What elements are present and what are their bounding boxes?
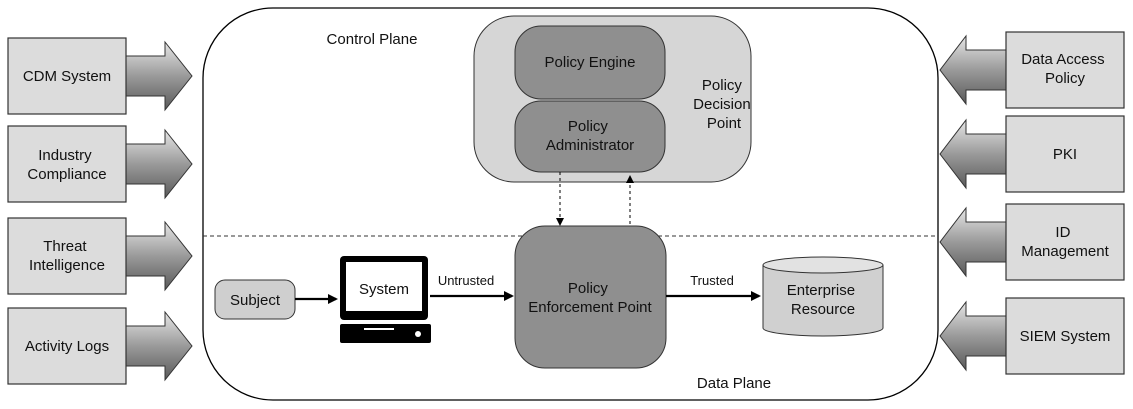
system-label: System <box>359 281 409 298</box>
arrow-left-icon <box>939 118 1007 190</box>
enterprise-resource-label: Enterprise Resource <box>787 282 860 318</box>
computer-icon <box>340 256 431 343</box>
id-management-line-1: ID <box>1055 224 1070 241</box>
policy-administrator-line-2: Administrator <box>546 137 634 154</box>
industry-compliance-line-2: Compliance <box>27 166 106 183</box>
right-input-label: SIEM System <box>1020 328 1111 345</box>
policy-enforcement-point-box <box>514 225 667 369</box>
left-input-threat-intelligence: Threat Intelligence <box>7 217 193 295</box>
enterprise-resource-cylinder <box>762 256 884 337</box>
arrow-left-icon <box>939 34 1007 106</box>
right-input-siem-system: SIEM System <box>939 297 1125 375</box>
right-input-label: PKI <box>1053 146 1077 163</box>
arrow-right-icon <box>125 220 193 292</box>
pdp-label-line-3: Point <box>707 115 742 132</box>
trusted-label: Trusted <box>690 273 734 288</box>
data-access-policy-line-1: Data Access <box>1021 51 1104 68</box>
pdp-label-line-2: Decision <box>693 96 751 113</box>
pep-label-line-2: Enforcement Point <box>528 299 652 316</box>
pep-label-line-1: Policy <box>568 280 609 297</box>
pdp-label-line-1: Policy <box>702 77 743 94</box>
left-input-label: Industry Compliance <box>27 147 106 183</box>
left-input-label: Activity Logs <box>25 338 109 355</box>
control-plane-label: Control Plane <box>327 31 418 48</box>
left-input-label: CDM System <box>23 68 111 85</box>
left-input-cdm-system: CDM System <box>7 37 193 115</box>
policy-administrator-box <box>514 100 666 173</box>
right-input-label: ID Management <box>1021 224 1109 260</box>
arrow-right-icon <box>125 128 193 200</box>
arrow-right-icon <box>125 40 193 112</box>
siem-system-line-1: SIEM System <box>1020 328 1111 345</box>
right-input-label: Data Access Policy <box>1021 51 1109 87</box>
subject-label: Subject <box>230 292 281 309</box>
enterprise-resource-line-2: Resource <box>791 301 855 318</box>
arrow-left-icon <box>939 206 1007 278</box>
left-input-label: Threat Intelligence <box>29 238 105 274</box>
policy-administrator-label: Policy Administrator <box>546 118 634 154</box>
threat-intelligence-line-2: Intelligence <box>29 257 105 274</box>
threat-intelligence-line-1: Threat <box>43 238 87 255</box>
id-management-line-2: Management <box>1021 243 1109 260</box>
cdm-system-line-1: CDM System <box>23 68 111 85</box>
pep-label: Policy Enforcement Point <box>528 280 652 316</box>
enterprise-resource-line-1: Enterprise <box>787 282 855 299</box>
right-input-id-management: ID Management <box>939 203 1125 281</box>
policy-administrator-line-1: Policy <box>568 118 609 135</box>
pki-line-1: PKI <box>1053 146 1077 163</box>
data-access-policy-line-2: Policy <box>1045 70 1086 87</box>
right-input-pki: PKI <box>939 115 1125 193</box>
arrow-right-icon <box>125 310 193 382</box>
data-plane-label: Data Plane <box>697 375 771 392</box>
policy-engine-label: Policy Engine <box>545 54 636 71</box>
industry-compliance-line-1: Industry <box>38 147 92 164</box>
policy-engine-box <box>514 25 666 100</box>
right-input-data-access-policy: Data Access Policy <box>939 31 1125 109</box>
left-input-industry-compliance: Industry Compliance <box>7 125 193 203</box>
arrow-left-icon <box>939 300 1007 372</box>
activity-logs-line-1: Activity Logs <box>25 338 109 355</box>
untrusted-label: Untrusted <box>438 273 494 288</box>
pdp-label: Policy Decision Point <box>693 77 755 132</box>
left-input-activity-logs: Activity Logs <box>7 307 193 385</box>
